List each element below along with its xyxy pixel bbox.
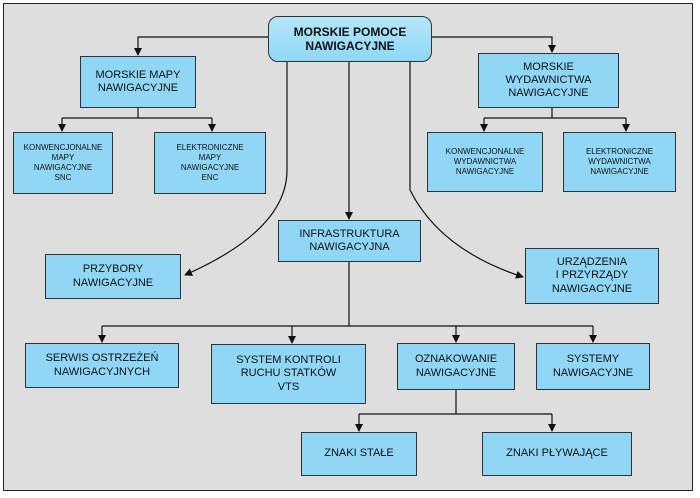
node-vts: SYSTEM KONTROLI RUCHU STATKÓW VTS [211, 344, 366, 404]
node-infrastructure: INFRASTRUKTURA NAWIGACYJNA [278, 220, 421, 262]
edge-infrastructure-trunk [102, 262, 593, 327]
node-publications-electronic: ELEKTRONICZNE WYDAWNICTWA NAWIGACYJNE [563, 132, 676, 192]
node-warning-service: SERWIS OSTRZEŻEŃ NAWIGACYJNYCH [25, 343, 179, 388]
edge-root-instruments [184, 62, 288, 276]
edge-root-devices [409, 62, 524, 279]
edge-root-publications [432, 36, 556, 53]
edge-marking-trunk [359, 390, 552, 415]
node-marking: OZNAKOWANIE NAWIGACYJNE [397, 343, 515, 390]
node-systems: SYSTEMY NAWIGACYJNE [536, 343, 650, 390]
node-maps-electronic: ELEKTRONICZNE MAPY NAWIGACYJNE ENC [154, 132, 266, 194]
edge-publications-children [484, 108, 626, 119]
node-maps: MORSKIE MAPY NAWIGACYJNE [80, 56, 196, 108]
node-publications: MORSKIE WYDAWNICTWA NAWIGACYJNE [478, 53, 619, 108]
edge-maps-children [62, 108, 212, 119]
node-fixed-signs: ZNAKI STAŁE [301, 432, 417, 476]
node-devices: URZĄDZENIA I PRZYRZĄDY NAWIGACYJNE [525, 248, 659, 304]
node-publications-conventional: KONWENCJONALNE WYDAWNICTWA NAWIGACYJNE [427, 132, 543, 192]
edge-root-maps [134, 36, 268, 56]
node-maps-conventional: KONWENCJONALNE MAPY NAWIGACYJNE SNC [13, 132, 113, 194]
node-floating-signs: ZNAKI PŁYWAJĄCE [482, 432, 632, 476]
node-instruments: PRZYBORY NAWIGACYJNE [45, 254, 181, 299]
node-root: MORSKIE POMOCE NAWIGACYJNE [268, 16, 432, 62]
